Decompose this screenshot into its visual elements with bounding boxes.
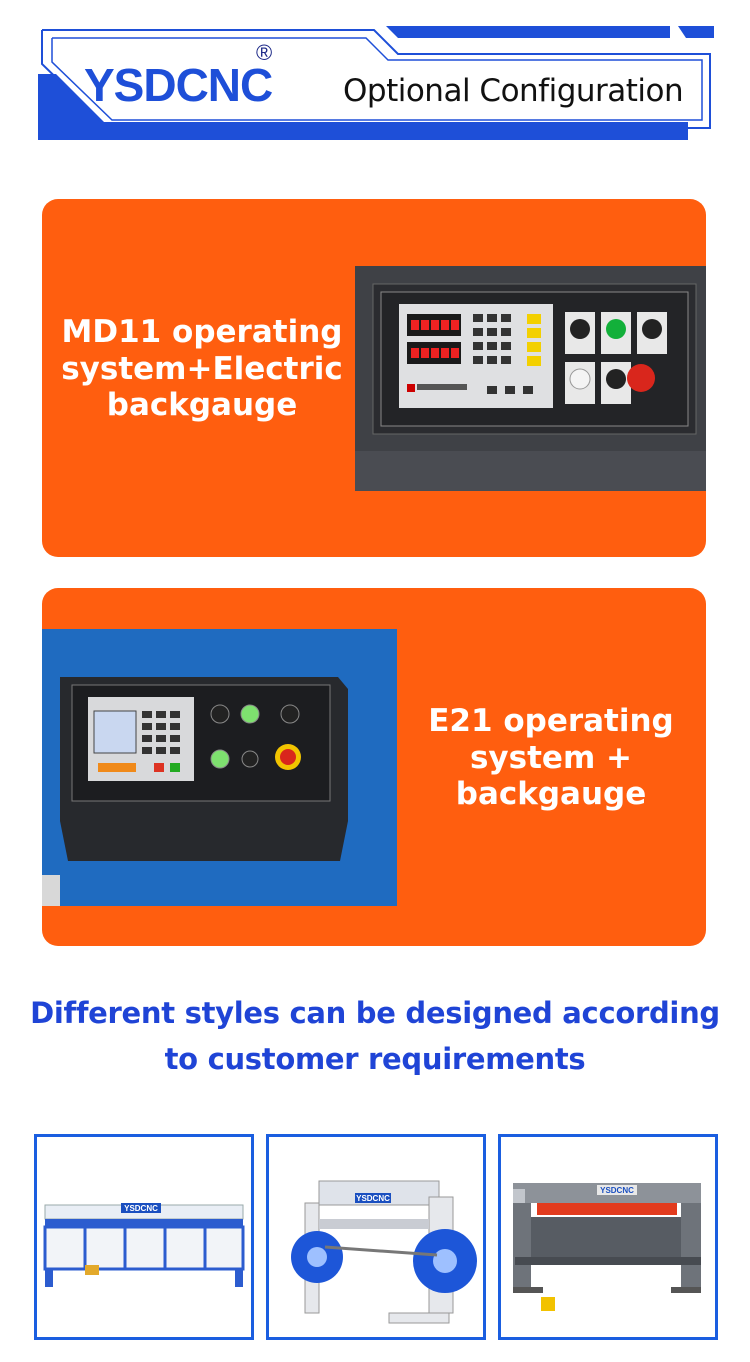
card-line: system + xyxy=(469,739,633,776)
tagline-line: Different styles can be designed accordi… xyxy=(30,996,720,1030)
feature-card-e21: E21 operating system + backgauge xyxy=(42,588,706,946)
card-line: E21 operating xyxy=(428,703,674,739)
feature-card-md11: MD11 operating system+Electric backgauge xyxy=(42,199,706,557)
header-frame xyxy=(38,26,714,140)
card-line: backgauge xyxy=(455,776,647,813)
card-line: system+Electric xyxy=(61,350,343,387)
card-heading: E21 operating system + backgauge xyxy=(410,703,692,813)
card-line: MD11 operating xyxy=(61,314,343,350)
thumb-brand: YSDCNC xyxy=(356,1194,390,1203)
machine-thumbnail-2[interactable]: YSDCNC xyxy=(266,1134,486,1340)
thumb-brand: YSDCNC xyxy=(600,1186,634,1195)
card-line: backgauge xyxy=(106,387,298,424)
thumb-brand: YSDCNC xyxy=(124,1204,158,1213)
machine-thumbnail-3[interactable]: YSDCNC xyxy=(498,1134,718,1340)
card-heading: MD11 operating system+Electric backgauge xyxy=(42,314,362,424)
logo: YSDCNC xyxy=(84,59,273,111)
registered-mark: ® xyxy=(256,40,273,65)
page-title: Optional Configuration xyxy=(343,73,684,109)
tagline-line: to customer requirements xyxy=(164,1042,586,1076)
e21-control-panel-image xyxy=(42,629,397,906)
machine-thumbnail-1[interactable]: YSDCNC xyxy=(34,1134,254,1340)
tagline: Different styles can be designed accordi… xyxy=(0,990,750,1082)
md11-control-panel-image xyxy=(355,266,706,491)
header-banner: YSDCNC ® Optional Configuration xyxy=(38,24,714,142)
